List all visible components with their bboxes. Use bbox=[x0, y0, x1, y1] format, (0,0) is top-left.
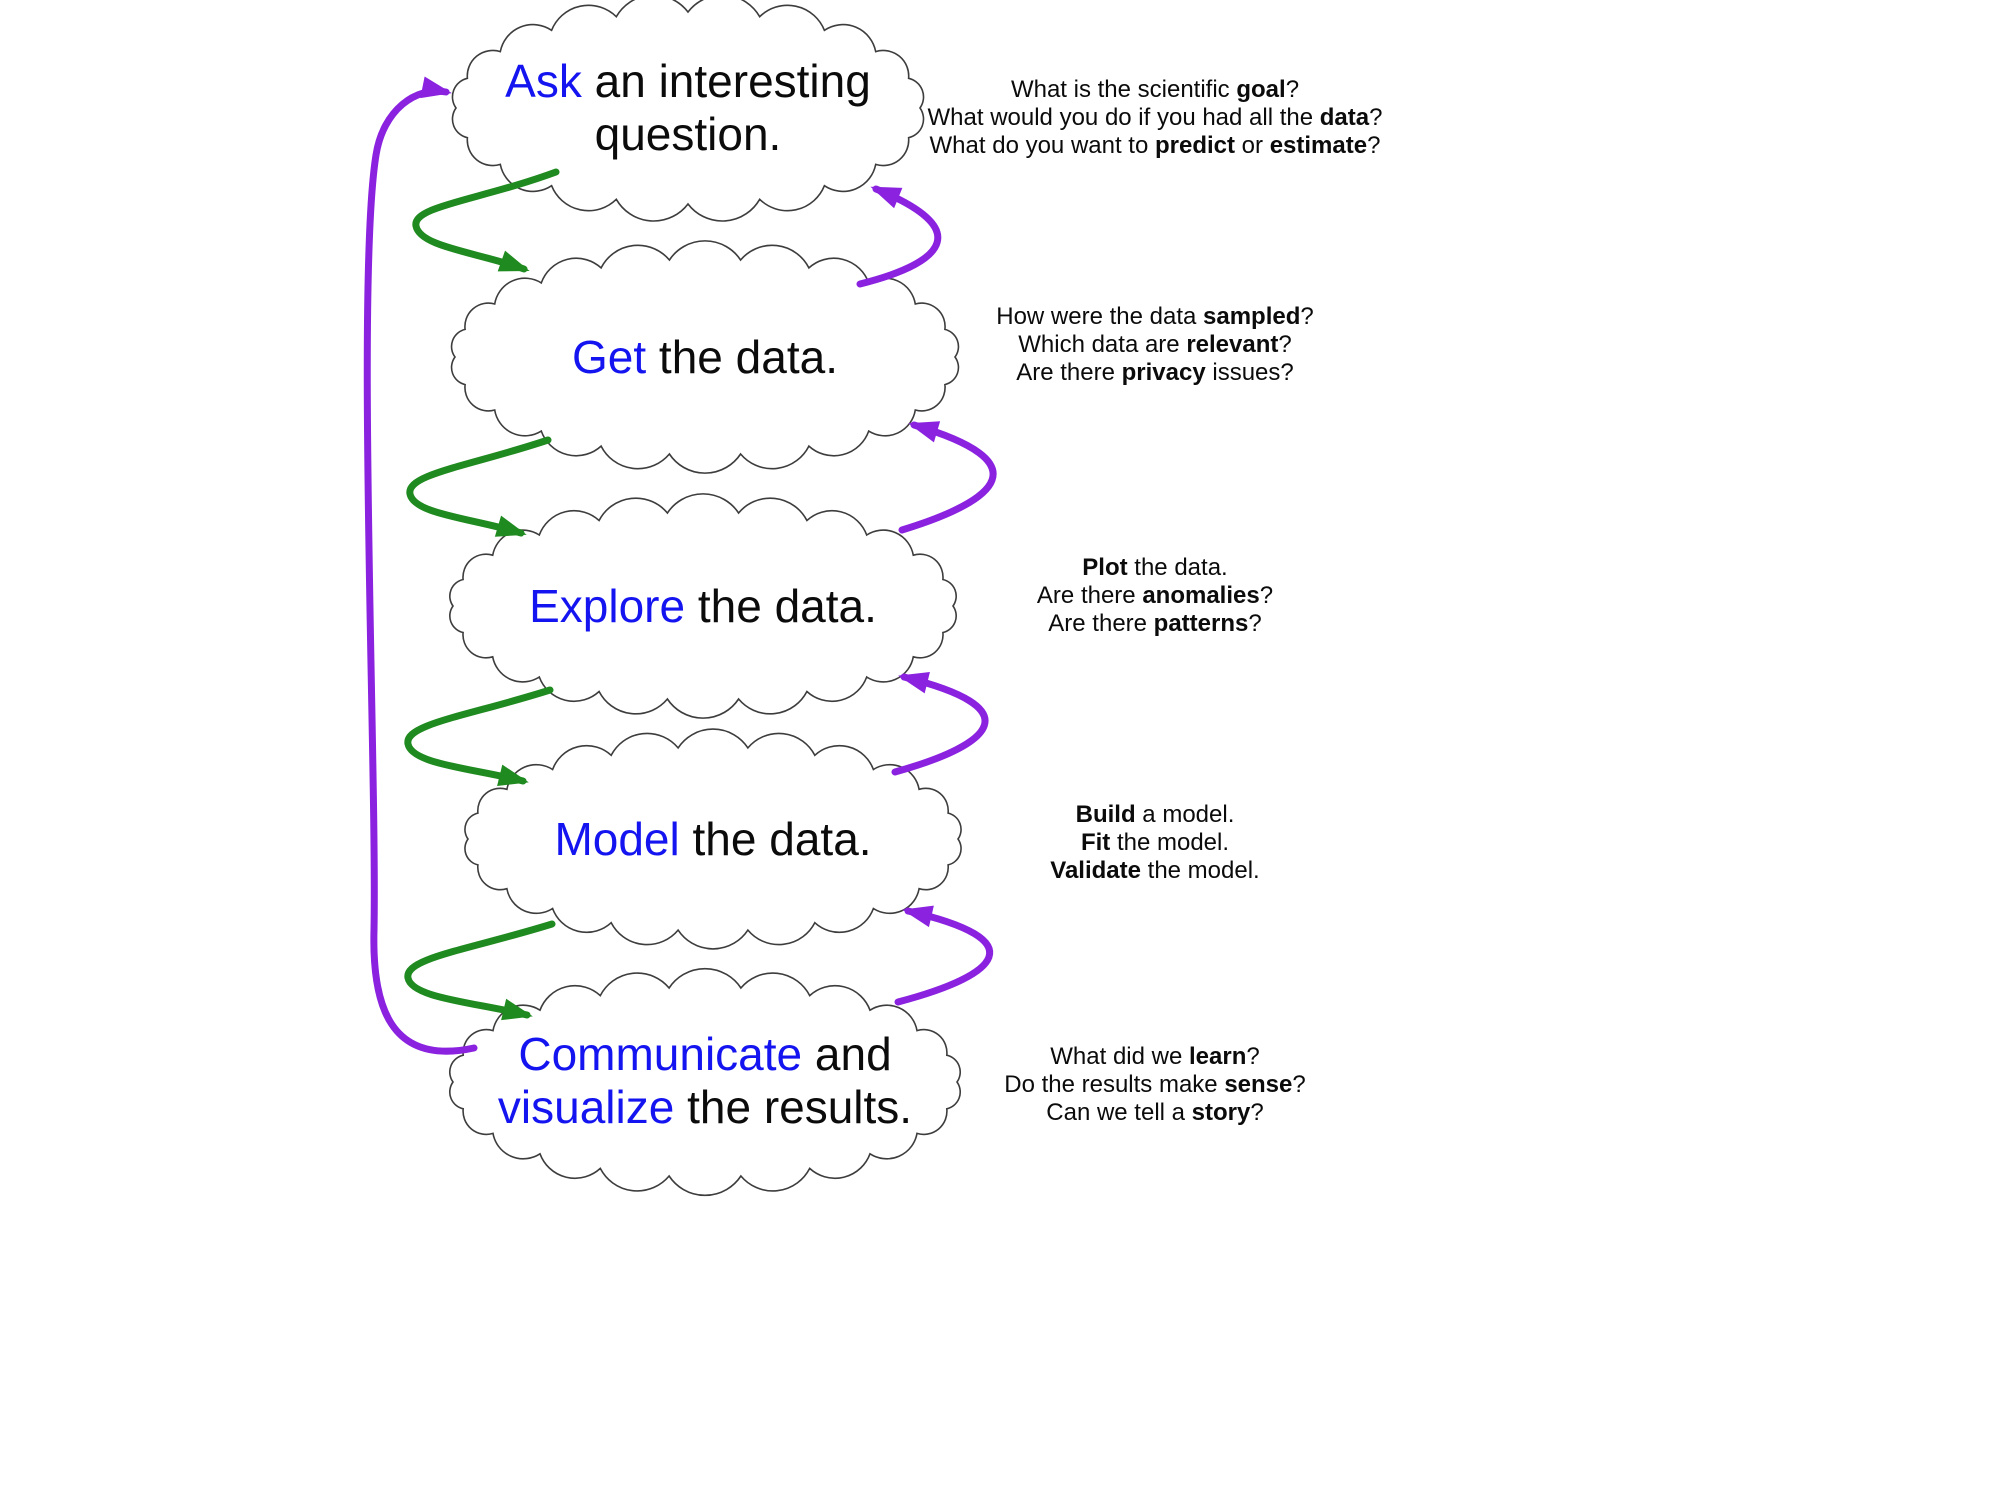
annotation-line: Do the results make sense? bbox=[875, 1071, 1435, 1099]
cloud-label-ask: Ask an interesting question. bbox=[448, 55, 928, 161]
annotation-line: Fit the model. bbox=[875, 829, 1435, 857]
plain-text: ? bbox=[1369, 104, 1383, 131]
cloud-outline-model bbox=[464, 728, 962, 950]
feedback-arrow-model-to-explore bbox=[891, 672, 989, 776]
annotation-line: Are there privacy issues? bbox=[875, 359, 1435, 387]
plain-text: Are there bbox=[1036, 582, 1143, 609]
plain-text: ? bbox=[1246, 1043, 1260, 1070]
plain-text: Are there bbox=[1016, 359, 1122, 386]
annotation-line: How were the data sampled? bbox=[875, 303, 1435, 331]
plain-text: What do you want to bbox=[929, 132, 1155, 159]
plain-text: Which data are bbox=[1018, 331, 1187, 358]
plain-text: What did we bbox=[1050, 1043, 1189, 1070]
plain-text: the data. bbox=[685, 580, 877, 632]
bold-text: relevant bbox=[1186, 331, 1279, 358]
plain-text: How were the data bbox=[996, 303, 1204, 330]
bold-text: sampled bbox=[1203, 303, 1301, 330]
bold-text: Fit bbox=[1080, 829, 1111, 856]
annotation-line: Are there anomalies? bbox=[875, 582, 1435, 610]
annotation-line: Plot the data. bbox=[875, 554, 1435, 582]
forward-arrow-model-to-communicate bbox=[404, 920, 556, 1021]
plain-text: Are there bbox=[1048, 610, 1154, 637]
plain-text: the results. bbox=[674, 1080, 913, 1133]
forward-arrow-explore-to-model bbox=[404, 686, 554, 786]
annotation-ask: What is the scientific goal?What would y… bbox=[875, 76, 1435, 160]
annotation-line: What do you want to predict or estimate? bbox=[875, 132, 1435, 160]
plain-text: or bbox=[1235, 132, 1270, 159]
feedback-arrow-communicate-to-model bbox=[894, 905, 994, 1006]
bold-text: estimate bbox=[1269, 132, 1368, 159]
plain-text: ? bbox=[1250, 1099, 1264, 1126]
forward-arrow-get-to-explore bbox=[406, 436, 552, 537]
keyword-text: Model bbox=[554, 813, 680, 865]
cloud-label-model: Model the data. bbox=[453, 813, 973, 866]
plain-text: the data. bbox=[1127, 554, 1228, 581]
plain-text: and bbox=[802, 1028, 892, 1080]
plain-text: a model. bbox=[1135, 801, 1235, 828]
annotation-line: Validate the model. bbox=[875, 857, 1435, 885]
annotation-line: What is the scientific goal? bbox=[875, 76, 1435, 104]
plain-text: the model. bbox=[1110, 829, 1230, 856]
keyword-text: visualize bbox=[497, 1080, 675, 1133]
annotation-line: What would you do if you had all the dat… bbox=[875, 104, 1435, 132]
plain-text: ? bbox=[1367, 132, 1381, 159]
bold-text: Validate bbox=[1050, 857, 1141, 884]
plain-text: Can we tell a bbox=[1046, 1099, 1192, 1126]
plain-text: ? bbox=[1278, 331, 1292, 358]
plain-text: ? bbox=[1300, 303, 1314, 330]
annotation-line: What did we learn? bbox=[875, 1043, 1435, 1071]
plain-text: the data. bbox=[679, 813, 872, 865]
plain-text: an interesting question. bbox=[581, 55, 871, 160]
bold-text: goal bbox=[1236, 76, 1286, 103]
bold-text: predict bbox=[1155, 132, 1236, 159]
annotation-get: How were the data sampled?Which data are… bbox=[875, 303, 1435, 387]
annotation-line: Build a model. bbox=[875, 801, 1435, 829]
annotation-model: Build a model.Fit the model.Validate the… bbox=[875, 801, 1435, 885]
plain-text: ? bbox=[1259, 582, 1274, 609]
keyword-text: Communicate bbox=[518, 1028, 803, 1080]
plain-text: issues? bbox=[1205, 359, 1294, 386]
annotation-explore: Plot the data.Are there anomalies?Are th… bbox=[875, 554, 1435, 638]
plain-text: ? bbox=[1285, 76, 1300, 103]
cloud-label-communicate: Communicate and visualize the results. bbox=[467, 1028, 943, 1134]
bold-text: sense bbox=[1224, 1071, 1293, 1098]
bold-text: learn bbox=[1189, 1043, 1247, 1070]
plain-text: the model. bbox=[1140, 857, 1260, 884]
plain-text: ? bbox=[1248, 610, 1262, 637]
annotation-line: Which data are relevant? bbox=[875, 331, 1435, 359]
bold-text: Build bbox=[1075, 801, 1136, 828]
annotation-line: Are there patterns? bbox=[875, 610, 1435, 638]
feedback-arrow-explore-to-get bbox=[898, 421, 997, 534]
annotation-communicate: What did we learn?Do the results make se… bbox=[875, 1043, 1435, 1127]
feedback-arrow-communicate-to-ask bbox=[363, 76, 478, 1055]
feedback-arrow-get-to-ask bbox=[856, 185, 942, 288]
cloud-outline-ask bbox=[451, 0, 925, 222]
bold-text: data bbox=[1319, 104, 1370, 131]
plain-text: What is the scientific bbox=[1010, 76, 1237, 103]
plain-text: ? bbox=[1292, 1071, 1306, 1098]
cloud-label-get: Get the data. bbox=[445, 331, 965, 384]
bold-text: patterns bbox=[1153, 610, 1249, 637]
bold-text: privacy bbox=[1121, 359, 1206, 386]
plain-text: Do the results make bbox=[1004, 1071, 1225, 1098]
keyword-text: Ask bbox=[505, 55, 582, 107]
cloud-outline-explore bbox=[449, 493, 957, 719]
plain-text: What would you do if you had all the bbox=[927, 104, 1320, 131]
forward-arrow-ask-to-get bbox=[412, 168, 560, 273]
bold-text: Plot bbox=[1082, 554, 1128, 581]
cloud-outline-communicate bbox=[448, 967, 962, 1197]
cloud-label-explore: Explore the data. bbox=[443, 580, 963, 633]
bold-text: story bbox=[1191, 1099, 1251, 1126]
plain-text: the data. bbox=[646, 331, 838, 383]
annotation-line: Can we tell a story? bbox=[875, 1099, 1435, 1127]
cloud-outline-get bbox=[450, 240, 960, 474]
keyword-text: Get bbox=[572, 331, 647, 383]
bold-text: anomalies bbox=[1142, 582, 1260, 609]
keyword-text: Explore bbox=[529, 580, 686, 632]
